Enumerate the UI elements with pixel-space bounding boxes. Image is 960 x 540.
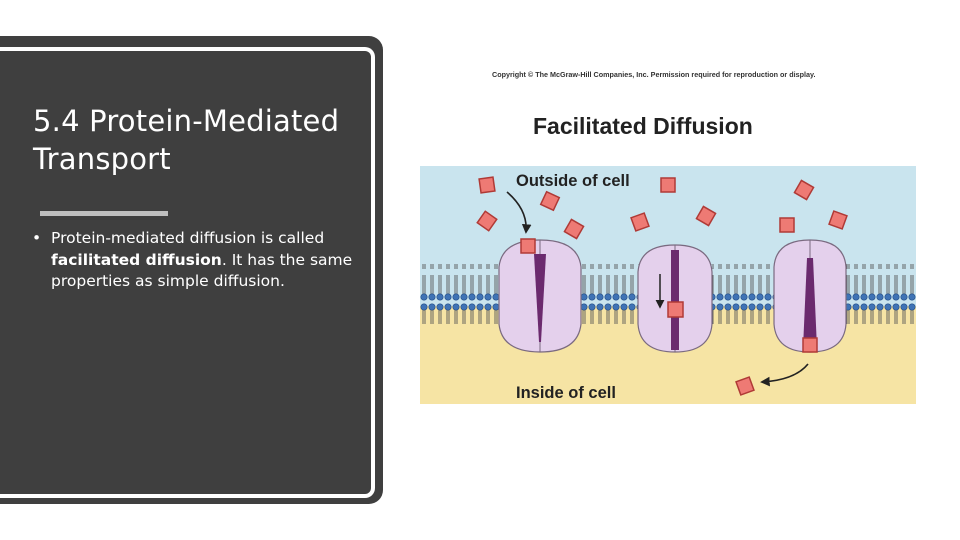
bullet-text-before: Protein-mediated diffusion is called <box>51 229 325 247</box>
solute-molecule <box>478 176 496 194</box>
solute-molecule <box>793 179 815 201</box>
copyright-notice: Copyright © The McGraw-Hill Companies, I… <box>492 70 815 79</box>
title-divider <box>40 211 168 216</box>
bullet-list: • Protein-mediated diffusion is called f… <box>32 228 362 293</box>
slide-title: 5.4 Protein-Mediated Transport <box>33 104 340 176</box>
solute-molecule <box>695 205 717 227</box>
outside-cell-label: Outside of cell <box>516 172 630 190</box>
solute-molecule <box>667 301 684 318</box>
solute-molecule <box>476 210 498 232</box>
title-panel-border <box>0 47 375 498</box>
entry-arrow-icon <box>506 191 532 234</box>
solute-molecule <box>520 238 536 254</box>
carrier-protein-1 <box>498 238 582 353</box>
solute-molecule <box>630 212 650 232</box>
solute-molecule <box>828 210 848 230</box>
bullet-bold-term: facilitated diffusion <box>51 250 222 269</box>
bullet-text-after: . It has the same properties as simple d… <box>51 250 353 291</box>
figure-title: Facilitated Diffusion <box>533 113 753 139</box>
facilitated-diffusion-figure: Copyright © The McGraw-Hill Companies, I… <box>420 70 916 404</box>
carrier-protein-3 <box>773 239 847 353</box>
solute-molecule <box>660 177 676 193</box>
bullet-marker: • <box>32 229 42 247</box>
exit-arrow-icon <box>760 363 809 387</box>
solute-molecule <box>539 190 561 212</box>
extracellular-solutes <box>476 176 848 240</box>
carrier-protein-2 <box>637 244 713 353</box>
solute-molecule <box>563 218 585 240</box>
solute-molecule <box>735 376 755 396</box>
solute-molecule <box>802 337 818 353</box>
solute-molecule <box>779 217 795 233</box>
bullet-item: • Protein-mediated diffusion is called f… <box>32 228 362 293</box>
inside-cell-label: Inside of cell <box>516 384 616 402</box>
